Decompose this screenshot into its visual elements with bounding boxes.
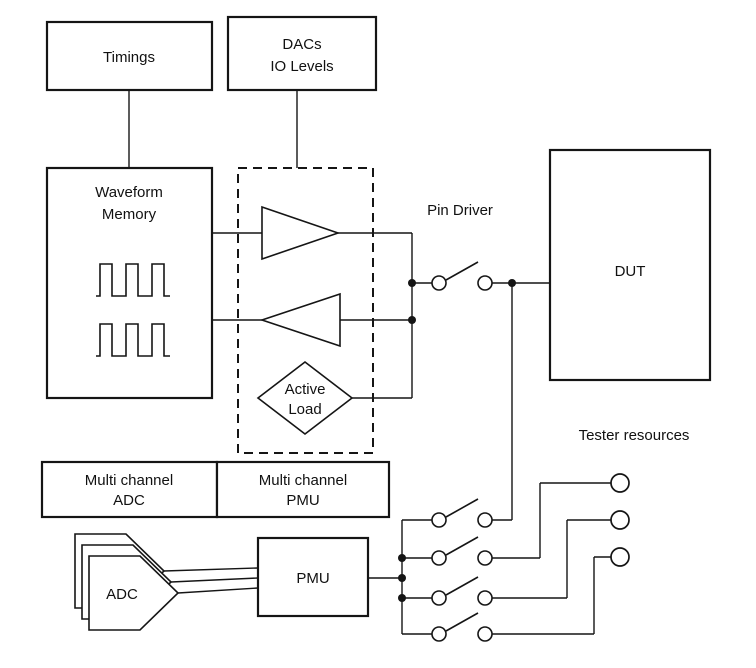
switch-contact [431, 626, 447, 642]
junction-dots [398, 279, 516, 602]
pulse-waveforms-icon [96, 263, 170, 357]
pmu-switch-c-icon [431, 576, 493, 606]
adc-label: ADC [106, 586, 138, 603]
switch-blade [445, 576, 479, 596]
junction-dot-icon [398, 554, 406, 562]
junction-dot-icon [398, 574, 406, 582]
tester-resource-terminals [610, 473, 630, 567]
terminal-circle-icon [610, 473, 630, 493]
pmu-label: PMU [296, 570, 329, 587]
tester-resources-label: Tester resources [579, 427, 690, 444]
junction-dot-icon [408, 316, 416, 324]
multi-channel-pmu-label-line2: PMU [286, 492, 319, 509]
junction-dot-icon [508, 279, 516, 287]
pulse-row-2 [96, 323, 170, 357]
pin-driver-label: Pin Driver [427, 202, 493, 219]
pmu-switch-d-icon [431, 612, 493, 642]
dacs-label-line2: IO Levels [270, 58, 333, 75]
pmu-switch-b-icon [431, 536, 493, 566]
waveform-memory-box [45, 166, 214, 400]
pmu-switch-a-icon [431, 498, 493, 528]
switch-contact [477, 512, 493, 528]
switch-contact [477, 275, 493, 291]
waveform-memory-label-line1: Waveform [95, 184, 163, 201]
pmu-box [256, 536, 370, 618]
junction-dot-icon [398, 594, 406, 602]
switch-contact [477, 590, 493, 606]
timings-box [45, 20, 214, 92]
switch-contact [431, 275, 447, 291]
wire-adc3-to-pmu [177, 587, 259, 594]
switch-blade [445, 612, 479, 632]
timings-label: Timings [103, 49, 155, 66]
switch-blade [445, 536, 479, 556]
adc-stack-icon [74, 533, 180, 631]
switch-contact [477, 626, 493, 642]
multi-channel-pmu-box [215, 460, 391, 519]
multi-channel-adc-box [40, 460, 219, 519]
terminal-circle-icon [610, 547, 630, 567]
dacs-label-line1: DACs [282, 36, 321, 53]
adc-shape-front [88, 555, 180, 631]
pulse-row-1 [96, 263, 170, 297]
dut-box [548, 148, 712, 382]
dut-label: DUT [615, 263, 646, 280]
terminal-circle-icon [610, 510, 630, 530]
active-load-label-line2: Load [288, 401, 321, 418]
waveform-memory-label-line2: Memory [102, 206, 157, 223]
comparator-amplifier-icon [259, 292, 341, 348]
switch-contact [477, 550, 493, 566]
switch-contact [431, 512, 447, 528]
multi-channel-pmu-label-line1: Multi channel [259, 472, 347, 489]
switch-blade [445, 498, 479, 518]
switch-blade [445, 261, 479, 281]
pin-driver-switch-icon [431, 261, 493, 291]
driver-amplifier-icon [261, 205, 341, 261]
multi-channel-adc-label-line1: Multi channel [85, 472, 173, 489]
multi-channel-adc-label-line2: ADC [113, 492, 145, 509]
dacs-io-levels-box [226, 15, 378, 92]
pin-driver-dashed-block [237, 167, 374, 454]
wire-adc2-to-pmu [170, 577, 259, 583]
wire-adc1-to-pmu [163, 567, 259, 572]
active-load-label-line1: Active [285, 381, 326, 398]
active-load-diamond [256, 360, 354, 436]
switch-contact [431, 550, 447, 566]
switch-contact [431, 590, 447, 606]
junction-dot-icon [408, 279, 416, 287]
